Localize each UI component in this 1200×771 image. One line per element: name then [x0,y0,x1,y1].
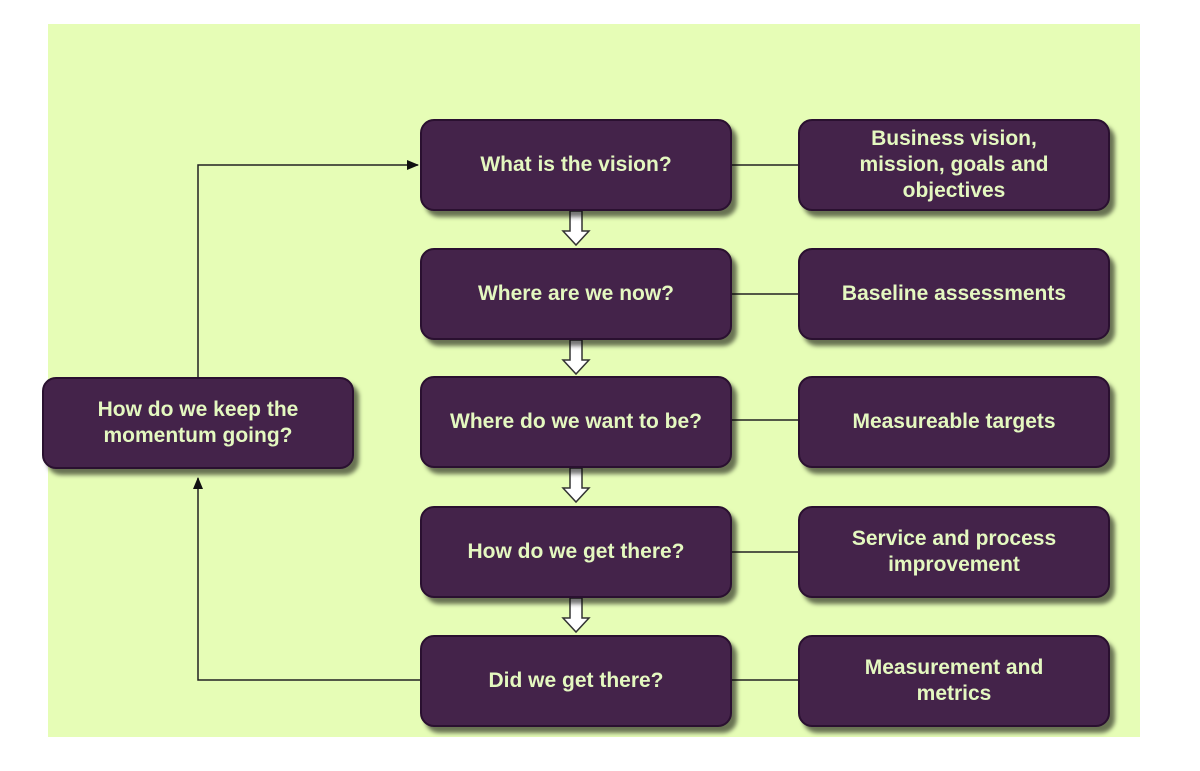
step-box-now: Where are we now? [420,248,732,340]
outcome-box-label: Service and process improvement [851,527,1057,576]
loop-return-line [193,477,422,681]
outcome-box-label: Measurement and metrics [864,656,1044,705]
outcome-box-improvement: Service and process improvement [798,506,1110,598]
down-arrow-icon [561,339,591,376]
step-box-label: Did we get there? [488,669,664,692]
outcome-box-targets: Measureable targets [798,376,1110,468]
step-box-label: Where do we want to be? [450,410,703,433]
outcome-box-label: Baseline assessments [841,282,1067,305]
loop-forward-line [197,160,419,378]
down-arrow-icon [561,467,591,504]
outcome-box-metrics: Measurement and metrics [798,635,1110,727]
step-box-label: How do we get there? [467,540,685,563]
outcome-box-baseline: Baseline assessments [798,248,1110,340]
step-box-want: Where do we want to be? [420,376,732,468]
step-box-get-there: How do we get there? [420,506,732,598]
outcome-box-label: Measureable targets [852,410,1056,433]
down-arrow-icon [561,210,591,247]
step-box-vision: What is the vision? [420,119,732,211]
loop-box: How do we keep the momentum going? [42,377,354,469]
outcome-box-vision: Business vision, mission, goals and obje… [798,119,1110,211]
step-box-label: Where are we now? [477,282,675,305]
loop-box-label: How do we keep the momentum going? [97,398,299,447]
down-arrow-icon [561,597,591,634]
step-box-did-we: Did we get there? [420,635,732,727]
outcome-box-label: Business vision, mission, goals and obje… [859,127,1049,202]
step-box-label: What is the vision? [480,153,672,176]
